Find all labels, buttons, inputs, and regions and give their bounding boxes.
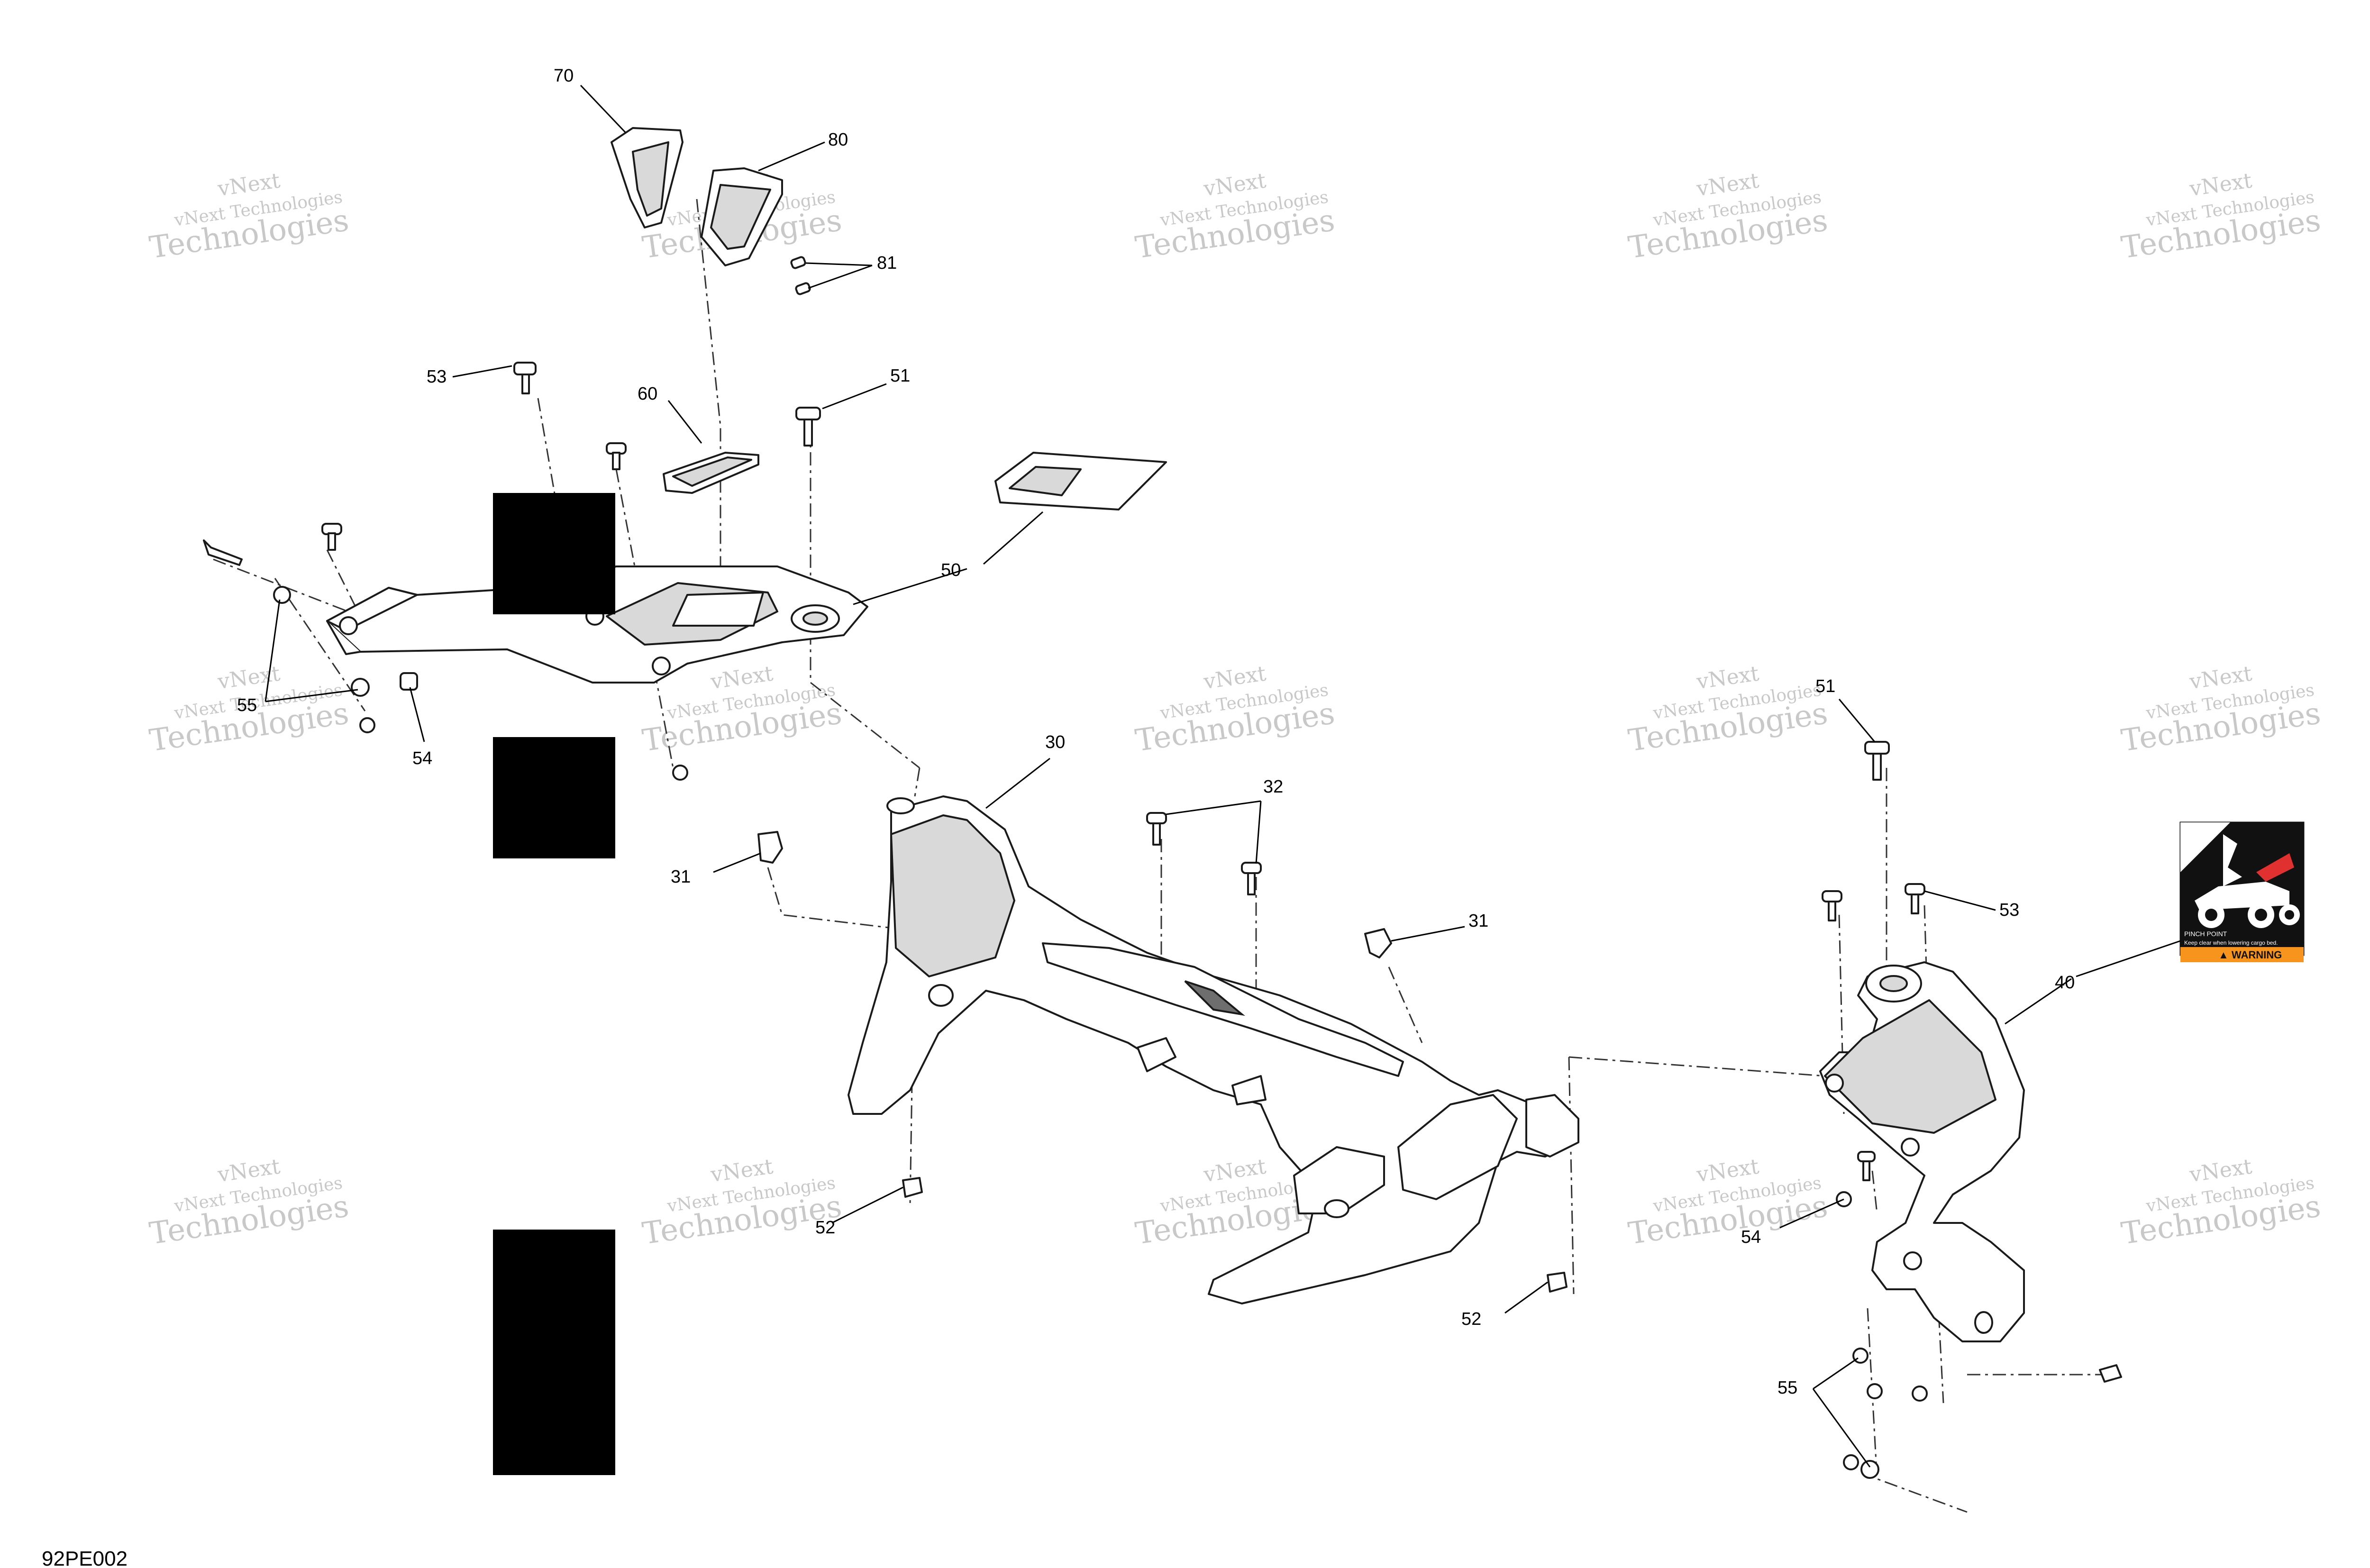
callout-32: 32 (1263, 777, 1283, 797)
part-right-bracket (1819, 961, 2025, 1342)
callout-54: 54 (412, 748, 432, 768)
watermark: vNext Technologies vNext Technologies (147, 168, 351, 265)
watermark: vNext Technologies vNext Technologies (147, 1154, 351, 1251)
callout-52: 52 (1461, 1309, 1481, 1329)
watermark-text: vNext (1202, 168, 1267, 201)
part-30-main-frame (848, 795, 1579, 1304)
redaction-blocks (493, 493, 615, 1475)
watermark-text: vNext (1695, 1154, 1760, 1187)
watermark-text: vNext (1202, 1154, 1267, 1187)
callout-51: 51 (1815, 676, 1835, 696)
part-70-bezel (611, 127, 684, 228)
callout-60: 60 (638, 384, 657, 404)
redaction-block (493, 737, 615, 858)
watermark-text: vNext (1202, 661, 1267, 694)
callout-31: 31 (671, 867, 691, 887)
part-80-bezel (701, 167, 783, 266)
warning-caption: PINCH POINT (2184, 930, 2227, 938)
watermark: vNext Technologies vNext Technologies (1626, 661, 1830, 758)
atv-pinch-icon (2195, 834, 2300, 928)
part-60-grille (663, 452, 759, 494)
watermark-text: vNext (2188, 661, 2253, 694)
watermark: vNext Technologies vNext Technologies (2119, 661, 2323, 758)
callout-53: 53 (427, 367, 447, 387)
callout-labels: 70 80 81 53 60 51 50 55 54 30 31 32 31 5… (237, 66, 2075, 1398)
callout-81: 81 (877, 253, 897, 273)
callout-80: 80 (828, 130, 848, 150)
callout-70: 70 (554, 66, 574, 86)
watermark: vNext Technologies vNext Technologies (1133, 661, 1337, 758)
watermark-text: vNext (1695, 168, 1760, 201)
watermark-text: vNext (216, 1154, 282, 1187)
callout-30: 30 (1045, 732, 1065, 752)
watermark: vNext Technologies vNext Technologies (1626, 168, 1830, 265)
fasteners-center (757, 812, 1568, 1293)
watermark: vNext Technologies vNext Technologies (2119, 1154, 2323, 1251)
callout-53: 53 (1999, 900, 2019, 920)
part-50-label-plate (994, 452, 1167, 511)
leader-lines (264, 84, 2181, 1468)
watermark: vNext Technologies vNext Technologies (1133, 168, 1337, 265)
callout-55: 55 (1778, 1378, 1797, 1398)
watermark-text: vNext (2188, 1154, 2253, 1187)
callout-31: 31 (1468, 911, 1488, 931)
callout-40: 40 (2055, 973, 2075, 993)
part-81-screws (790, 256, 811, 295)
fasteners-left (203, 362, 821, 781)
watermark: vNext Technologies vNext Technologies (640, 1154, 844, 1251)
watermark-text: vNext (2188, 168, 2253, 201)
watermark: vNext Technologies vNext Technologies (1626, 1154, 1830, 1251)
warning-text: Keep clear when lowering cargo bed. (2184, 939, 2278, 946)
warning-banner: ▲ WARNING (2218, 949, 2282, 961)
fasteners-right (1822, 741, 2122, 1479)
watermark-layer: vNext Technologies vNext Technologies vN… (147, 168, 2323, 1251)
watermark-text: vNext (216, 661, 282, 694)
warning-label: PINCH POINT Keep clear when lowering car… (2179, 821, 2305, 962)
redaction-block (493, 493, 615, 614)
callout-54: 54 (1741, 1227, 1761, 1247)
watermark-text: vNext (1695, 661, 1760, 694)
callout-51: 51 (890, 366, 910, 386)
callout-50: 50 (941, 560, 961, 580)
watermark-text: vNext (709, 661, 775, 694)
callout-52: 52 (815, 1218, 835, 1238)
redaction-block (493, 1230, 615, 1475)
part-left-panel (326, 565, 868, 684)
watermark-text: vNext (216, 168, 282, 201)
watermark-text: vNext (709, 1154, 775, 1187)
watermark: vNext Technologies vNext Technologies (2119, 168, 2323, 265)
diagram-id: 92PE002 (42, 1547, 128, 1568)
callout-55: 55 (237, 695, 257, 715)
